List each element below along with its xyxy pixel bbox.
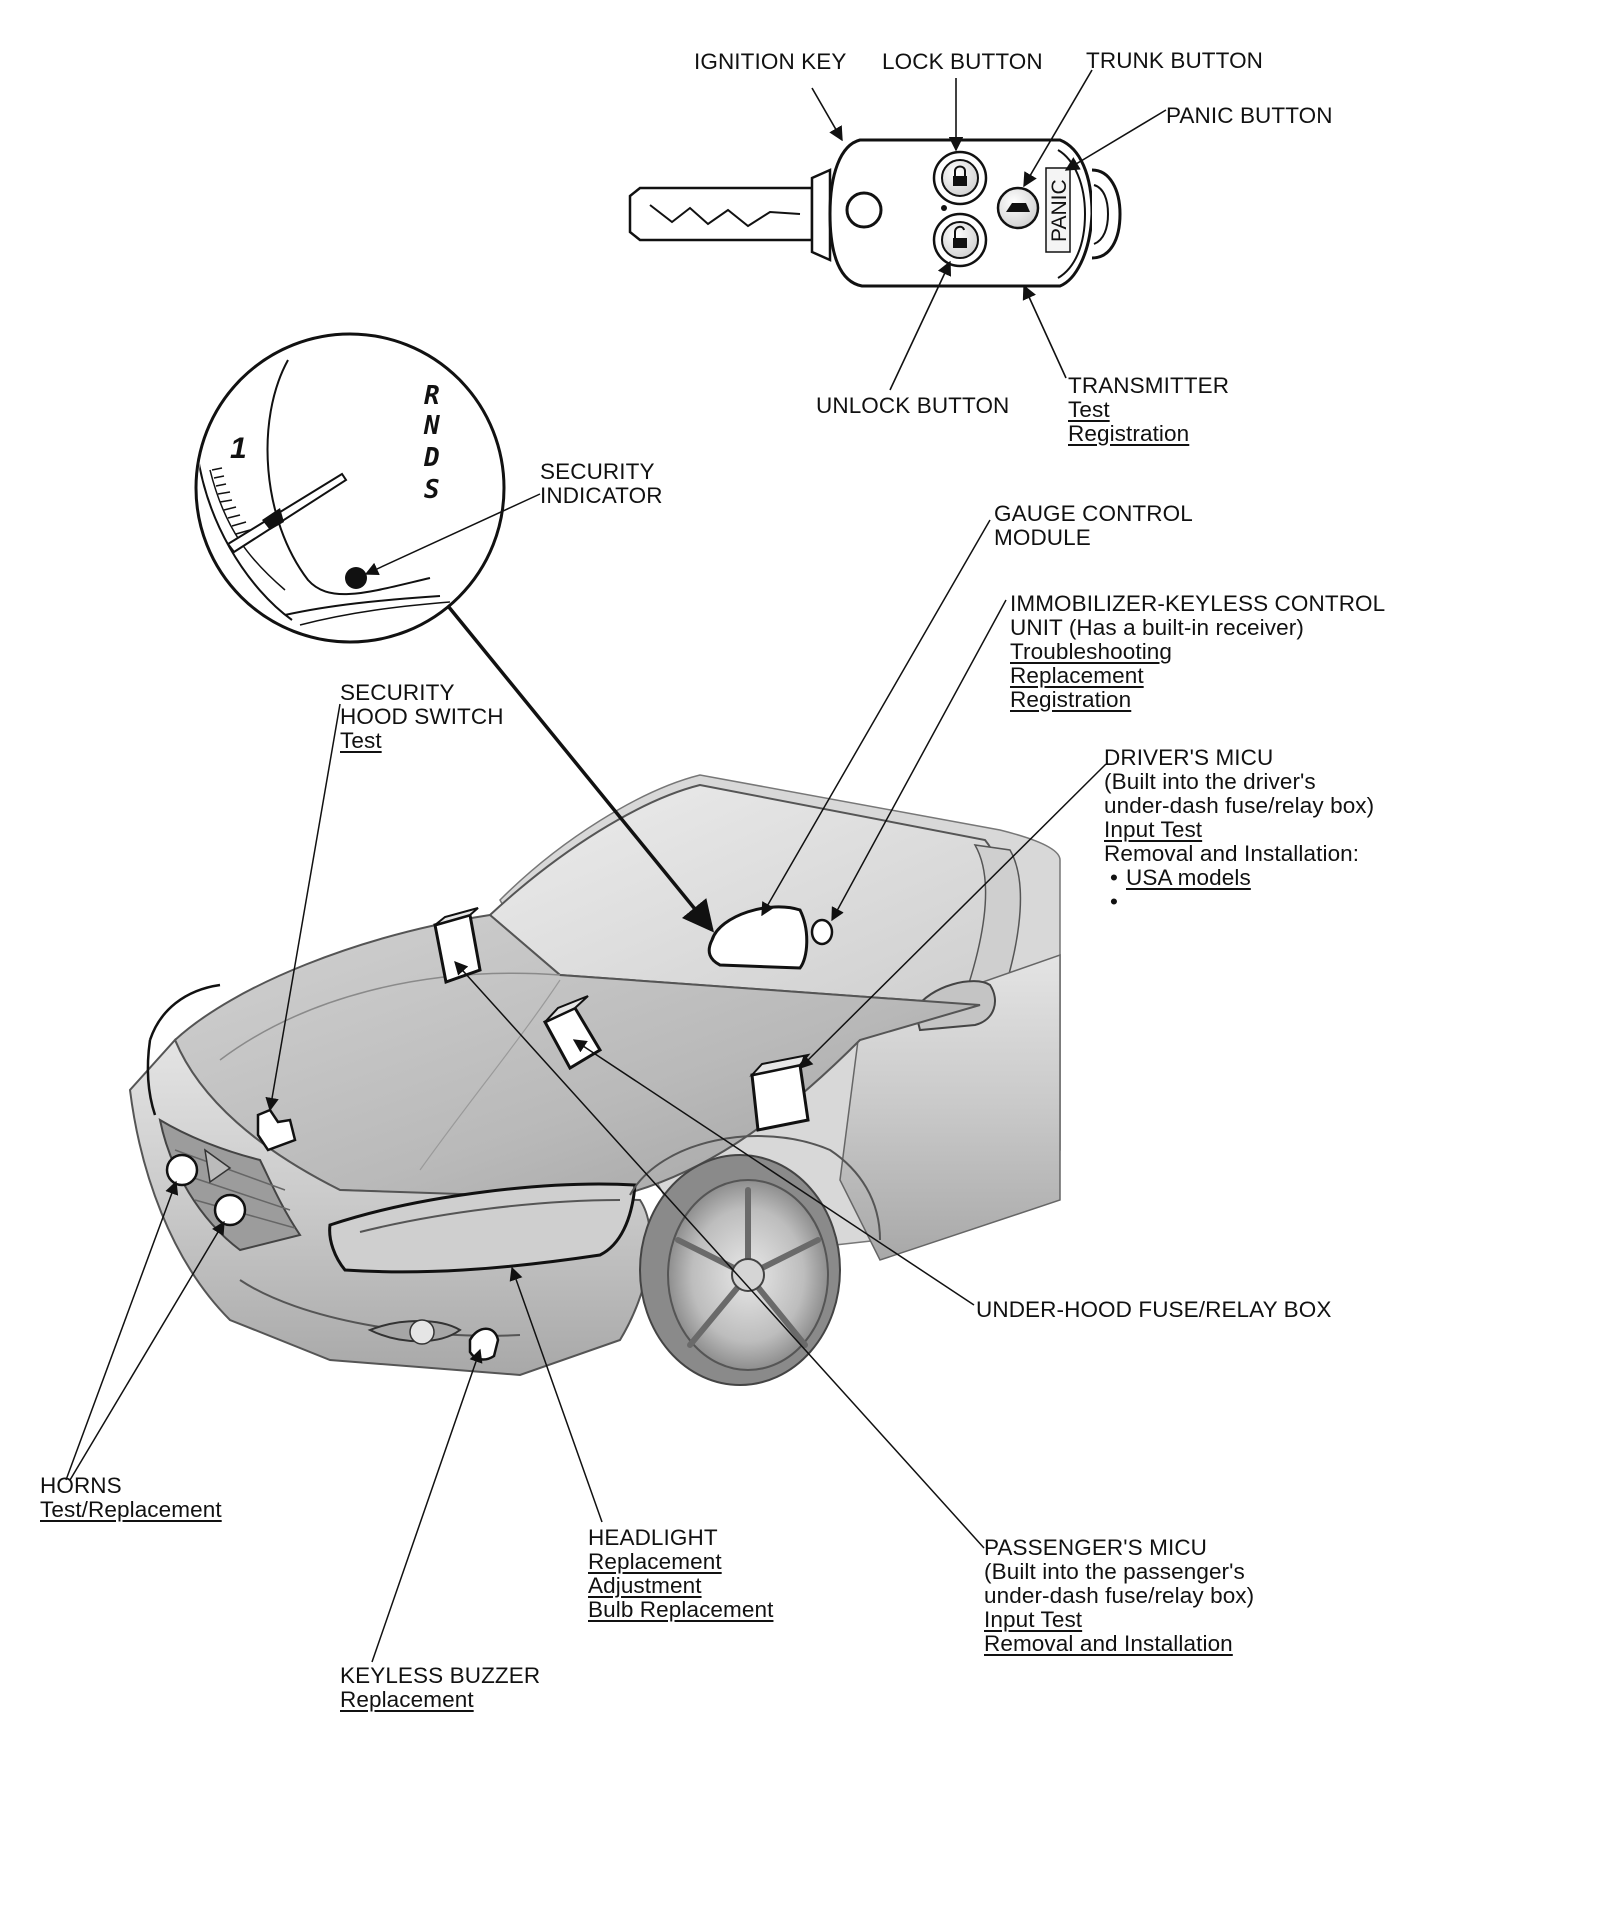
gauge-inset [194, 332, 506, 644]
transmitter-registration-link[interactable]: Registration [1068, 421, 1190, 446]
label-unlock-button: UNLOCK BUTTON [816, 394, 1009, 418]
security-indicator-line-1: SECURITY [540, 459, 655, 484]
hood-switch-test-link[interactable]: Test [340, 728, 382, 753]
immobilizer-line-2: UNIT (Has a built-in receiver) [1010, 615, 1304, 640]
keyless-buzzer-title: KEYLESS BUZZER [340, 1663, 541, 1688]
drivers-micu-bullet-2: • [1110, 889, 1118, 914]
passengers-micu-input-test-link[interactable]: Input Test [984, 1607, 1083, 1632]
immobilizer-line-1: IMMOBILIZER-KEYLESS CONTROL [1010, 591, 1386, 616]
immobilizer-replacement-link[interactable]: Replacement [1010, 663, 1144, 688]
immobilizer-troubleshooting-link[interactable]: Troubleshooting [1010, 639, 1173, 664]
shift-letter-s: S [424, 475, 440, 505]
passengers-micu-line-2: (Built into the passenger's [984, 1559, 1245, 1584]
label-gauge-control-module: GAUGE CONTROL MODULE [994, 502, 1193, 550]
passengers-micu-line-3: under-dash fuse/relay box) [984, 1583, 1255, 1608]
transmitter-title: TRANSMITTER [1068, 373, 1230, 398]
label-keyless-buzzer: KEYLESS BUZZER Replacement [340, 1664, 540, 1712]
lock-button-text: LOCK BUTTON [882, 49, 1043, 74]
headlight-bulb-replacement-link[interactable]: Bulb Replacement [588, 1597, 774, 1622]
label-security-indicator: SECURITY INDICATOR [540, 460, 663, 508]
gauge-number: 1 [230, 432, 247, 465]
label-lock-button: LOCK BUTTON [882, 50, 1043, 74]
label-transmitter: TRANSMITTER Test Registration [1068, 374, 1229, 446]
fob-leaders [811, 69, 1167, 391]
headlight-replacement-link[interactable]: Replacement [588, 1549, 722, 1574]
label-headlight: HEADLIGHT Replacement Adjustment Bulb Re… [588, 1526, 773, 1622]
label-immobilizer: IMMOBILIZER-KEYLESS CONTROL UNIT (Has a … [1010, 592, 1385, 712]
label-security-hood-switch: SECURITY HOOD SWITCH Test [340, 681, 504, 753]
label-trunk-button: TRUNK BUTTON [1086, 49, 1263, 73]
label-horns: HORNS Test/Replacement [40, 1474, 222, 1522]
security-indicator-line-2: INDICATOR [540, 483, 663, 508]
drivers-micu-line-3: under-dash fuse/relay box) [1104, 793, 1375, 818]
passengers-micu-removal-link[interactable]: Removal and Installation [984, 1631, 1233, 1656]
panic-text: PANIC [1048, 179, 1071, 242]
gauge-control-line-2: MODULE [994, 525, 1091, 550]
passengers-micu-line-1: PASSENGER'S MICU [984, 1535, 1208, 1560]
label-passengers-micu: PASSENGER'S MICU (Built into the passeng… [984, 1536, 1254, 1656]
unlock-button-text: UNLOCK BUTTON [816, 393, 1010, 418]
drivers-micu-usa-models-link[interactable]: USA models [1126, 865, 1251, 890]
panic-button-text: PANIC BUTTON [1166, 103, 1333, 128]
gauge-control-line-1: GAUGE CONTROL [994, 501, 1193, 526]
horns-test-replacement-link[interactable]: Test/Replacement [40, 1497, 222, 1522]
leader-lines [65, 493, 1107, 1663]
under-hood-fuse-text: UNDER-HOOD FUSE/RELAY BOX [976, 1297, 1332, 1322]
label-drivers-micu: DRIVER'S MICU (Built into the driver's u… [1104, 746, 1374, 914]
label-under-hood-fuse: UNDER-HOOD FUSE/RELAY BOX [976, 1298, 1331, 1322]
immobilizer-registration-link[interactable]: Registration [1010, 687, 1132, 712]
label-ignition-key: IGNITION KEY [694, 50, 846, 74]
horns-title: HORNS [40, 1473, 122, 1498]
label-panic-button: PANIC BUTTON [1166, 104, 1333, 128]
drivers-micu-bullet-1: •USA models [1110, 865, 1251, 890]
drivers-micu-input-test-link[interactable]: Input Test [1104, 817, 1203, 842]
shift-letter-r: R [424, 381, 440, 411]
drivers-micu-removal-text: Removal and Installation: [1104, 841, 1360, 866]
hood-switch-line-1: SECURITY [340, 680, 455, 705]
ignition-key-text: IGNITION KEY [694, 49, 847, 74]
shift-letter-n: N [423, 411, 440, 441]
drivers-micu-line-2: (Built into the driver's [1104, 769, 1316, 794]
transmitter-test-link[interactable]: Test [1068, 397, 1110, 422]
headlight-adjustment-link[interactable]: Adjustment [588, 1573, 702, 1598]
car-illustration [128, 774, 1061, 1386]
shift-letter-d: D [423, 443, 440, 473]
drivers-micu-line-1: DRIVER'S MICU [1104, 745, 1274, 770]
trunk-button-text: TRUNK BUTTON [1086, 48, 1264, 73]
key-fob: PANIC [628, 138, 1122, 288]
hood-switch-line-2: HOOD SWITCH [340, 704, 504, 729]
keyless-buzzer-replacement-link[interactable]: Replacement [340, 1687, 474, 1712]
headlight-title: HEADLIGHT [588, 1525, 718, 1550]
